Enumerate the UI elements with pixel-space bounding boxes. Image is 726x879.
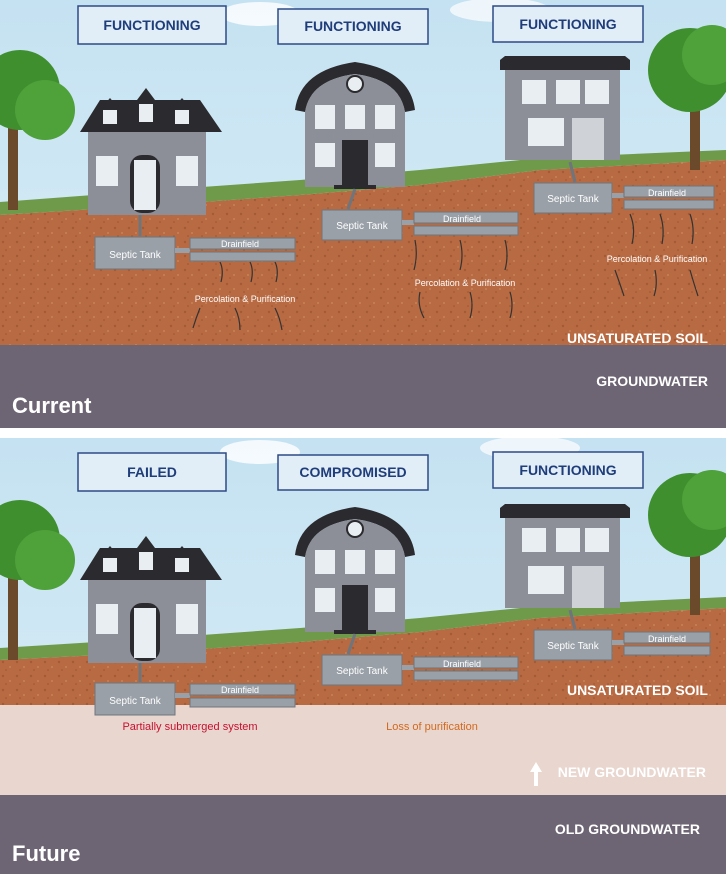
drainfield-label: Drainfield	[443, 659, 481, 669]
percolation-label: Percolation & Purification	[195, 294, 296, 304]
tree-left	[0, 500, 75, 660]
percolation-arrows	[614, 213, 699, 297]
current-status-1: FUNCTIONING	[77, 5, 227, 45]
septic-tank-label: Septic Tank	[109, 250, 162, 261]
septic-system-1: Septic Tank Drainfield	[94, 682, 296, 716]
drainfield-label: Drainfield	[648, 188, 686, 198]
septic-tank-label: Septic Tank	[109, 696, 162, 707]
old-groundwater-label: OLD GROUNDWATER	[555, 821, 700, 837]
house-3	[500, 504, 630, 608]
new-groundwater-layer	[0, 705, 726, 795]
tree-right	[648, 470, 726, 615]
house-3	[500, 56, 630, 160]
septic-system-3: Septic Tank Drainfield	[533, 629, 711, 661]
status-label: COMPROMISED	[299, 464, 406, 480]
current-status-3: FUNCTIONING	[492, 5, 644, 43]
percolation-label: Percolation & Purification	[415, 278, 516, 288]
house-pipes	[138, 609, 577, 682]
status-label: FAILED	[127, 464, 177, 480]
future-status-1: FAILED	[77, 452, 227, 492]
status-label: FUNCTIONING	[519, 462, 616, 478]
septic-tank-label: Septic Tank	[547, 194, 600, 205]
drainfield-label: Drainfield	[648, 634, 686, 644]
annotation-partially-submerged: Partially submerged system	[122, 721, 257, 733]
status-label: FUNCTIONING	[519, 16, 616, 32]
status-label: FUNCTIONING	[103, 17, 200, 33]
septic-system-2: Septic Tank Drainfield	[321, 654, 519, 686]
septic-system-2: Septic Tank Drainfield Percolation & Pur…	[321, 209, 519, 319]
house-pipes	[138, 161, 577, 236]
drainfield-label: Drainfield	[443, 214, 481, 224]
current-status-2: FUNCTIONING	[277, 8, 429, 45]
septic-tank-label: Septic Tank	[336, 666, 389, 677]
house-1	[80, 536, 222, 663]
percolation-arrows	[413, 239, 513, 319]
panel-title-current: Current	[12, 393, 92, 418]
house-1	[80, 88, 222, 215]
current-panel: Septic Tank Drainfield Percolation & Pur…	[0, 0, 726, 428]
unsaturated-soil-label: UNSATURATED SOIL	[567, 330, 708, 346]
future-panel: Septic Tank Drainfield Septic Tank Drain…	[0, 436, 726, 874]
groundwater-layer	[0, 345, 726, 428]
septic-tank-label: Septic Tank	[336, 221, 389, 232]
unsaturated-soil-label: UNSATURATED SOIL	[567, 682, 708, 698]
house-2	[295, 507, 415, 634]
panel-title-future: Future	[12, 841, 80, 866]
groundwater-label: GROUNDWATER	[596, 373, 708, 389]
old-groundwater-layer	[0, 795, 726, 874]
up-arrow-icon	[530, 762, 542, 786]
septic-system-1: Septic Tank Drainfield Percolation & Pur…	[94, 236, 296, 331]
annotation-loss-of-purification: Loss of purification	[386, 721, 478, 733]
status-label: FUNCTIONING	[304, 18, 401, 34]
septic-system-3: Septic Tank Drainfield Percolation & Pur…	[533, 182, 715, 297]
tree-right	[648, 25, 726, 170]
panel-divider	[0, 428, 726, 438]
house-2	[295, 62, 415, 189]
drainfield-label: Drainfield	[221, 239, 259, 249]
future-status-2: COMPROMISED	[277, 454, 429, 491]
percolation-arrows	[192, 261, 283, 331]
septic-tank-label: Septic Tank	[547, 641, 600, 652]
future-status-3: FUNCTIONING	[492, 451, 644, 489]
new-groundwater-label: NEW GROUNDWATER	[558, 764, 706, 780]
percolation-label: Percolation & Purification	[607, 254, 708, 264]
tree-left	[0, 50, 75, 210]
drainfield-label: Drainfield	[221, 685, 259, 695]
